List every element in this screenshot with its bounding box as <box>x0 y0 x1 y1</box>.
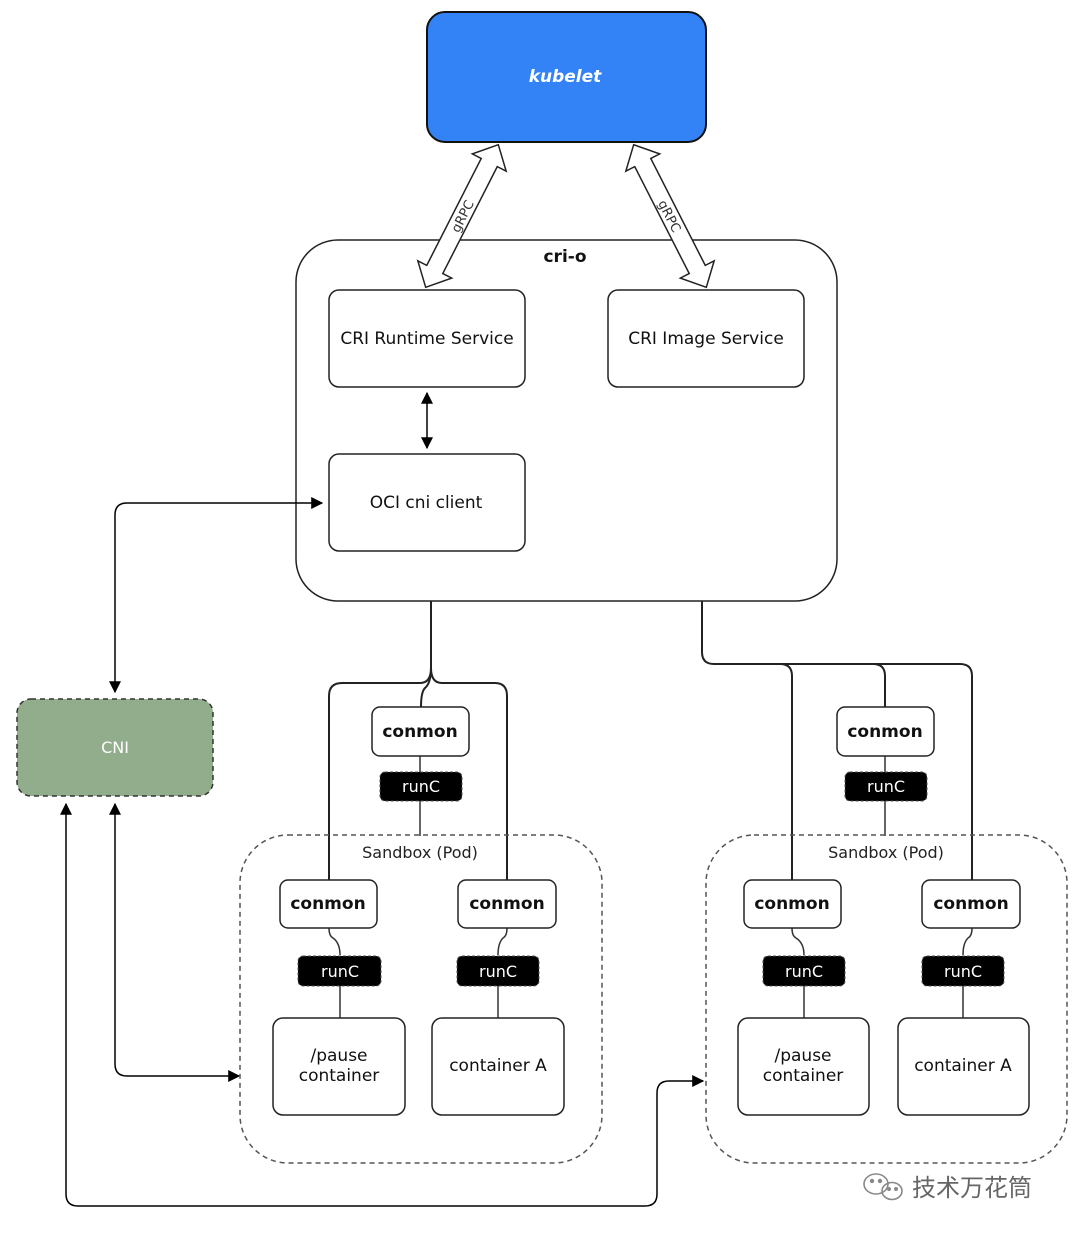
wechat-icon <box>863 1173 903 1201</box>
cni-oci-arrow <box>109 497 324 694</box>
left-top-runc-label: runC <box>402 777 440 796</box>
right-conmon-a-box: conmon <box>743 879 842 929</box>
right-container-a-box: container A <box>897 1017 1030 1116</box>
left-pause-container-box: /pause container <box>272 1017 406 1116</box>
left-runc-b-box: runC <box>456 955 540 987</box>
left-runc-a-box: runC <box>297 955 382 987</box>
right-runc-b-box: runC <box>921 955 1005 987</box>
left-pod-group: conmon runC Sandbox (Pod) conmon conmon … <box>239 706 603 1164</box>
right-runc-b-label: runC <box>944 962 982 981</box>
oci-cni-client-label: OCI cni client <box>370 493 483 513</box>
cri-image-service-box: CRI Image Service <box>607 289 805 388</box>
left-conmon-b-label: conmon <box>469 894 544 914</box>
right-top-conmon-label: conmon <box>847 722 922 742</box>
left-runc-b-label: runC <box>479 962 517 981</box>
right-top-runc-box: runC <box>844 771 928 802</box>
right-pause-line2: container <box>763 1066 844 1086</box>
cni-left-sandbox-arrow <box>109 802 241 1082</box>
left-conmon-a-box: conmon <box>279 879 378 929</box>
watermark: 技术万花筒 <box>863 1173 1032 1202</box>
kubelet-box: kubelet <box>426 11 707 143</box>
cni-box: CNI <box>16 698 214 797</box>
right-sandbox-label: Sandbox (Pod) <box>828 843 944 862</box>
right-conmon-b-box: conmon <box>921 879 1021 929</box>
cri-image-service-label: CRI Image Service <box>628 329 784 349</box>
left-conmon-b-box: conmon <box>457 879 557 929</box>
right-runc-a-label: runC <box>785 962 823 981</box>
cni-label: CNI <box>101 738 129 757</box>
right-runc-a-box: runC <box>762 955 846 987</box>
crio-label: cri-o <box>543 247 586 267</box>
right-container-a-label: container A <box>914 1056 1012 1076</box>
left-pause-line2: container <box>299 1066 380 1086</box>
crio-right-connectors <box>701 601 973 880</box>
cri-runtime-service-label: CRI Runtime Service <box>340 329 513 349</box>
grpc-arrow-left: gRPC <box>416 143 508 289</box>
left-top-runc-box: runC <box>379 771 463 802</box>
left-sandbox-label: Sandbox (Pod) <box>362 843 478 862</box>
left-conmon-a-label: conmon <box>290 894 365 914</box>
left-container-a-box: container A <box>431 1017 565 1116</box>
watermark-text: 技术万花筒 <box>912 1174 1032 1202</box>
left-container-a-label: container A <box>449 1056 547 1076</box>
left-top-conmon-box: conmon <box>371 706 470 757</box>
kubelet-label: kubelet <box>529 67 602 87</box>
left-sandbox-box: Sandbox (Pod) <box>239 834 603 1164</box>
right-sandbox-box: Sandbox (Pod) <box>705 834 1068 1164</box>
right-pod-group: conmon runC Sandbox (Pod) conmon conmon … <box>705 706 1068 1164</box>
cri-runtime-service-box: CRI Runtime Service <box>328 289 526 388</box>
right-conmon-b-label: conmon <box>933 894 1008 914</box>
left-pause-line1: /pause <box>310 1046 367 1066</box>
right-conmon-a-label: conmon <box>754 894 829 914</box>
right-top-conmon-box: conmon <box>836 706 935 757</box>
left-runc-a-label: runC <box>321 962 359 981</box>
right-pause-container-box: /pause container <box>737 1017 870 1116</box>
oci-cni-client-box: OCI cni client <box>328 453 526 552</box>
cni-right-sandbox-arrow <box>60 802 705 1207</box>
crio-left-connectors <box>328 601 508 880</box>
left-top-conmon-label: conmon <box>382 722 457 742</box>
right-top-runc-label: runC <box>867 777 905 796</box>
right-pause-line1: /pause <box>774 1046 831 1066</box>
